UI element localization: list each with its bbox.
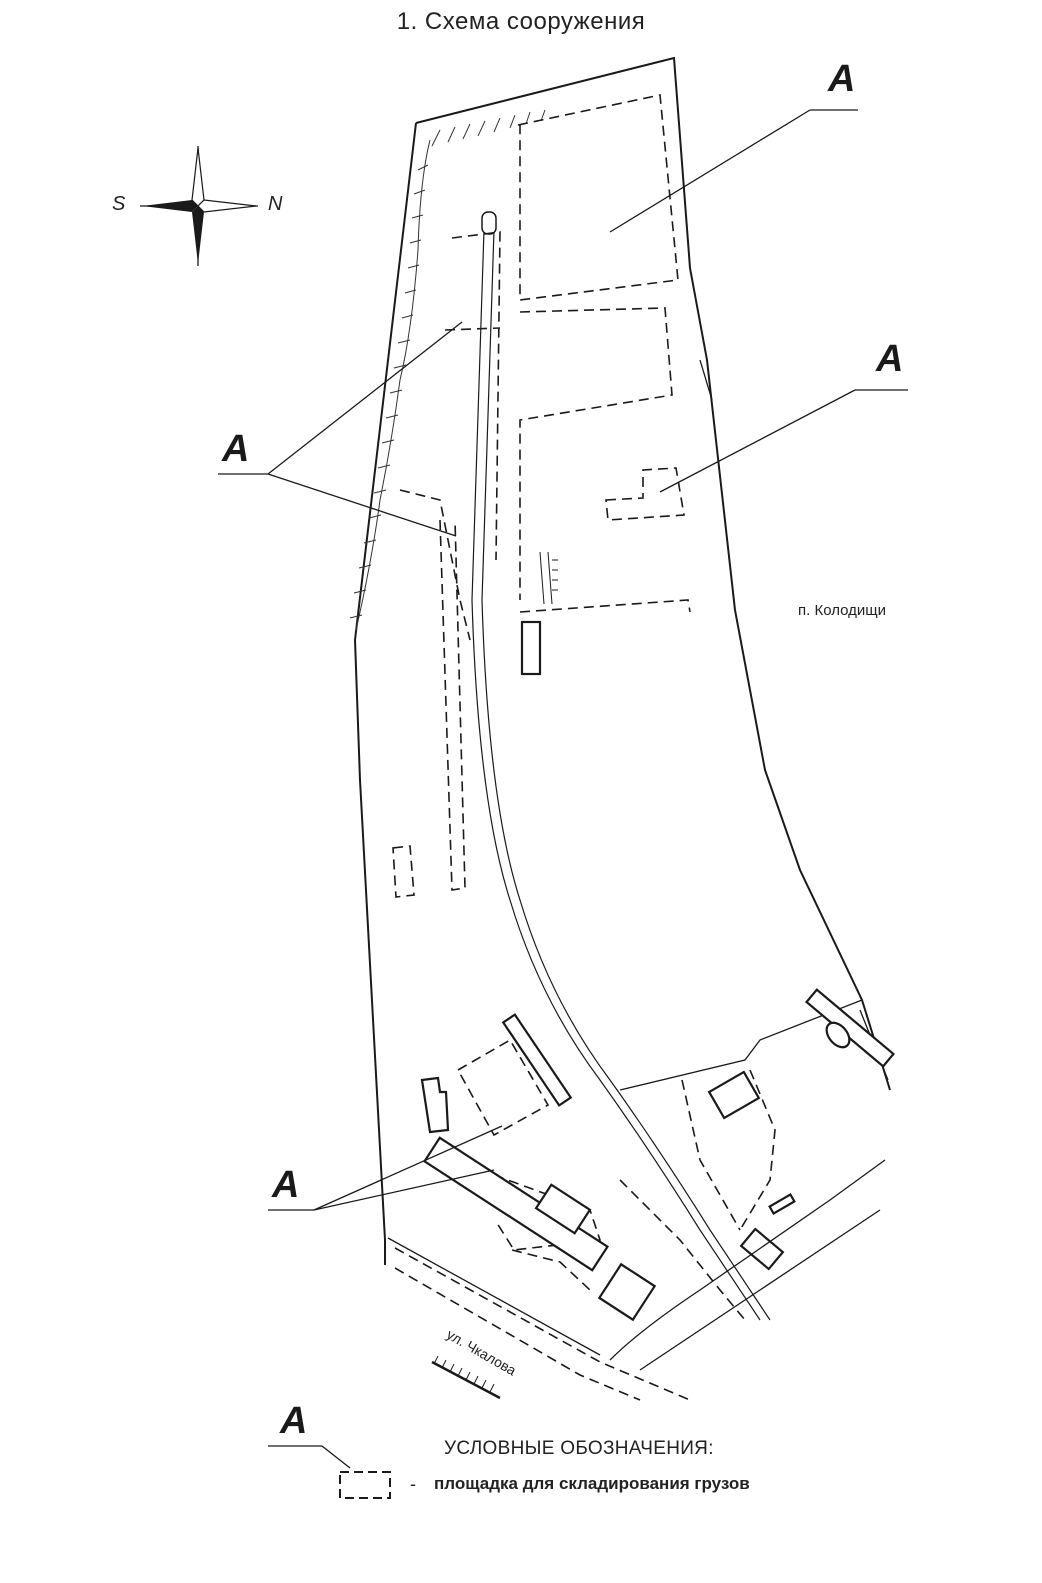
embankment-hatching <box>349 109 546 619</box>
page-title: 1. Схема сооружения <box>396 8 646 35</box>
legend-item-label: площадка для складирования грузов <box>434 1474 750 1493</box>
callout-a-top-right: A <box>828 58 856 100</box>
roads <box>387 1069 886 1401</box>
small-mound <box>539 551 558 605</box>
track-end-buffer <box>481 211 497 235</box>
compass-south-label: S <box>112 193 126 215</box>
legend-dash: - <box>410 1474 416 1494</box>
callout-a-left: A <box>222 428 250 470</box>
place-label-kolodishchi: п. Колодищи <box>798 602 886 619</box>
callout-a-right: A <box>876 338 904 380</box>
legend-title: УСЛОВНЫЕ ОБОЗНАЧЕНИЯ: <box>444 1438 714 1459</box>
callout-a-legend: A <box>280 1400 308 1442</box>
embankment-slope <box>355 139 431 631</box>
compass-rose-icon <box>140 146 258 266</box>
site-boundary <box>353 56 891 1265</box>
buildings <box>420 620 895 1322</box>
storage-areas <box>392 94 691 1291</box>
railway-track-left <box>471 229 761 1321</box>
retaining-wall <box>431 1355 501 1400</box>
callout-leader-lines <box>218 109 908 1469</box>
callout-a-bottom: A <box>272 1164 300 1206</box>
railway-track-right <box>481 229 771 1321</box>
dashed-rectangle-icon <box>339 1471 391 1499</box>
compass-north-label: N <box>268 193 283 215</box>
